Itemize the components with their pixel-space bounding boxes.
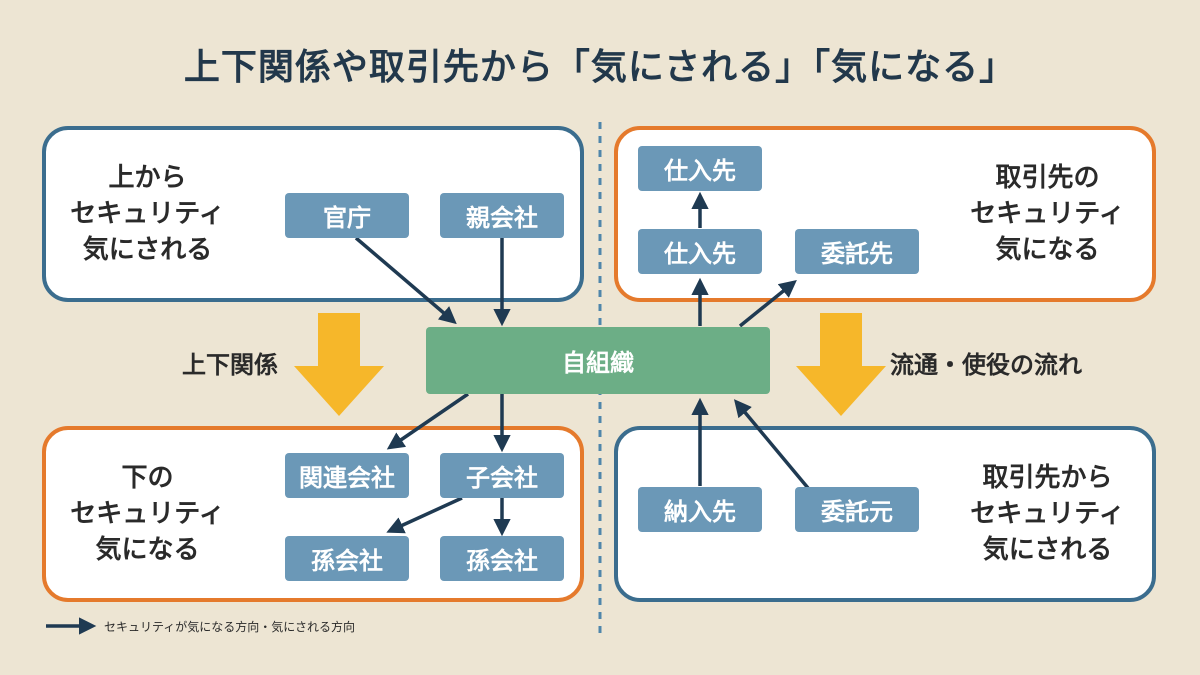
node-subsidiary: 子会社 [440,453,564,498]
node-outsourcer: 委託元 [795,487,919,532]
hierarchy-down-arrow [294,313,384,416]
panel-top-left-text: 上から セキュリティ 気にされる [70,163,225,265]
legend-text: セキュリティが気になる方向・気にされる方向 [104,620,356,634]
node-supplier: 仕入先 [638,229,762,274]
label-hierarchy: 上下関係 [182,351,278,379]
node-sub-subsidiary-2: 孫会社 [440,536,564,581]
flow-down-arrow [796,313,886,416]
node-delivery-destination: 納入先 [638,487,762,532]
panel-top-right-text: 取引先の セキュリティ 気になる [970,163,1125,265]
node-contractor: 委託先 [795,229,919,274]
node-government: 官庁 [285,193,409,238]
node-sub-subsidiary-1: 孫会社 [285,536,409,581]
panel-bottom-right-text: 取引先から セキュリティ 気にされる [970,463,1125,565]
panel-bottom-left-text: 下の セキュリティ 気になる [70,463,225,565]
label-flow: 流通・使役の流れ [890,351,1082,379]
node-parent-company: 親会社 [440,193,564,238]
node-supplier-top: 仕入先 [638,146,762,191]
node-self: 自組織 [426,327,770,394]
page-title: 上下関係や取引先から「気にされる」「気になる」 [183,47,1017,88]
node-affiliate: 関連会社 [285,453,409,498]
